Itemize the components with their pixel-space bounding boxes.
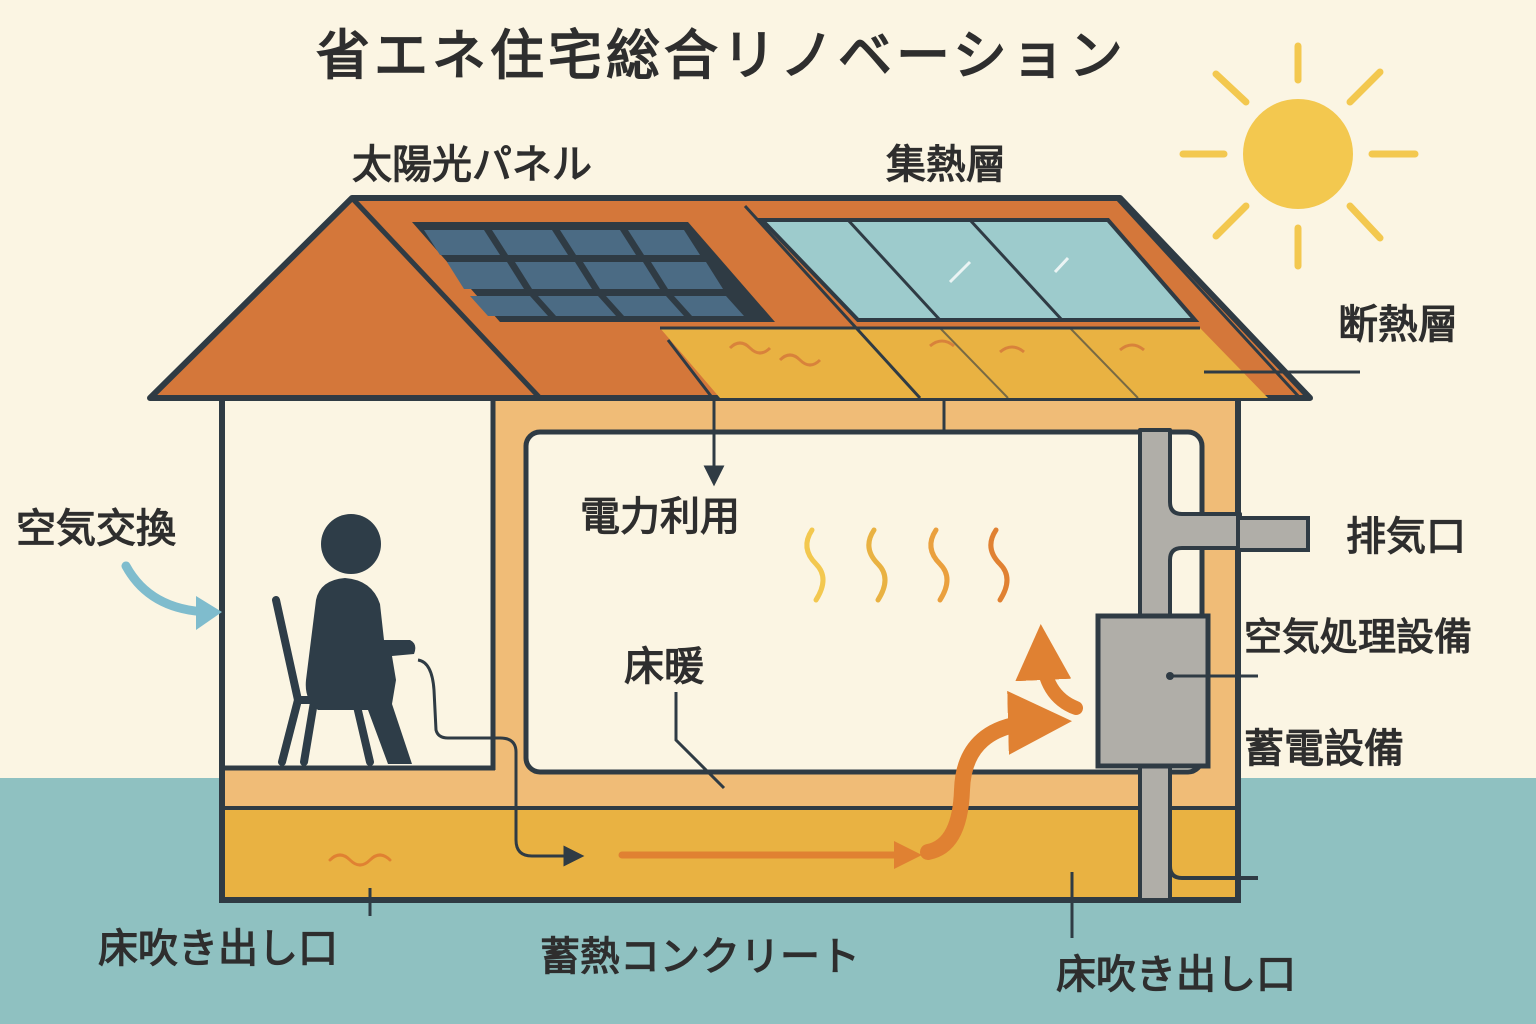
heat-flow-arrows [328, 624, 1083, 869]
label-solar-panel: 太陽光パネル [352, 142, 592, 188]
label-heat-collector: 集熱層 [885, 142, 1006, 188]
solar-panel [412, 222, 775, 322]
label-power-use: 電力利用 [580, 494, 740, 540]
label-exhaust: 排気口 [1346, 514, 1466, 560]
floor-heating-leader [674, 692, 726, 790]
label-thermal-concrete: 蓄熱コンクリート [540, 934, 860, 980]
air-handling-unit [1095, 613, 1211, 769]
diagram-title: 省エネ住宅総合リノベーション [316, 24, 1127, 87]
label-floor-heating: 床暖 [624, 644, 705, 690]
label-insulation: 断熱層 [1338, 302, 1458, 348]
air-duct [1138, 428, 1310, 902]
power-line-arrow [666, 339, 725, 487]
sun-icon [1179, 42, 1419, 270]
insulation-layer [660, 328, 1268, 398]
label-floor-outlet-right: 床吹き出し口 [1056, 952, 1296, 998]
heat-collector [757, 218, 1200, 322]
label-floor-outlet-left: 床吹き出し口 [98, 926, 338, 972]
label-battery: 蓄電設備 [1244, 726, 1404, 772]
label-air-handling: 空気処理設備 [1244, 615, 1472, 659]
cord [417, 658, 585, 867]
heat-wave-icon [804, 527, 1010, 603]
label-air-exchange: 空気交換 [16, 506, 177, 552]
exhaust-vent [1236, 516, 1310, 552]
seated-person-icon [305, 514, 416, 764]
main-room [523, 429, 1205, 775]
